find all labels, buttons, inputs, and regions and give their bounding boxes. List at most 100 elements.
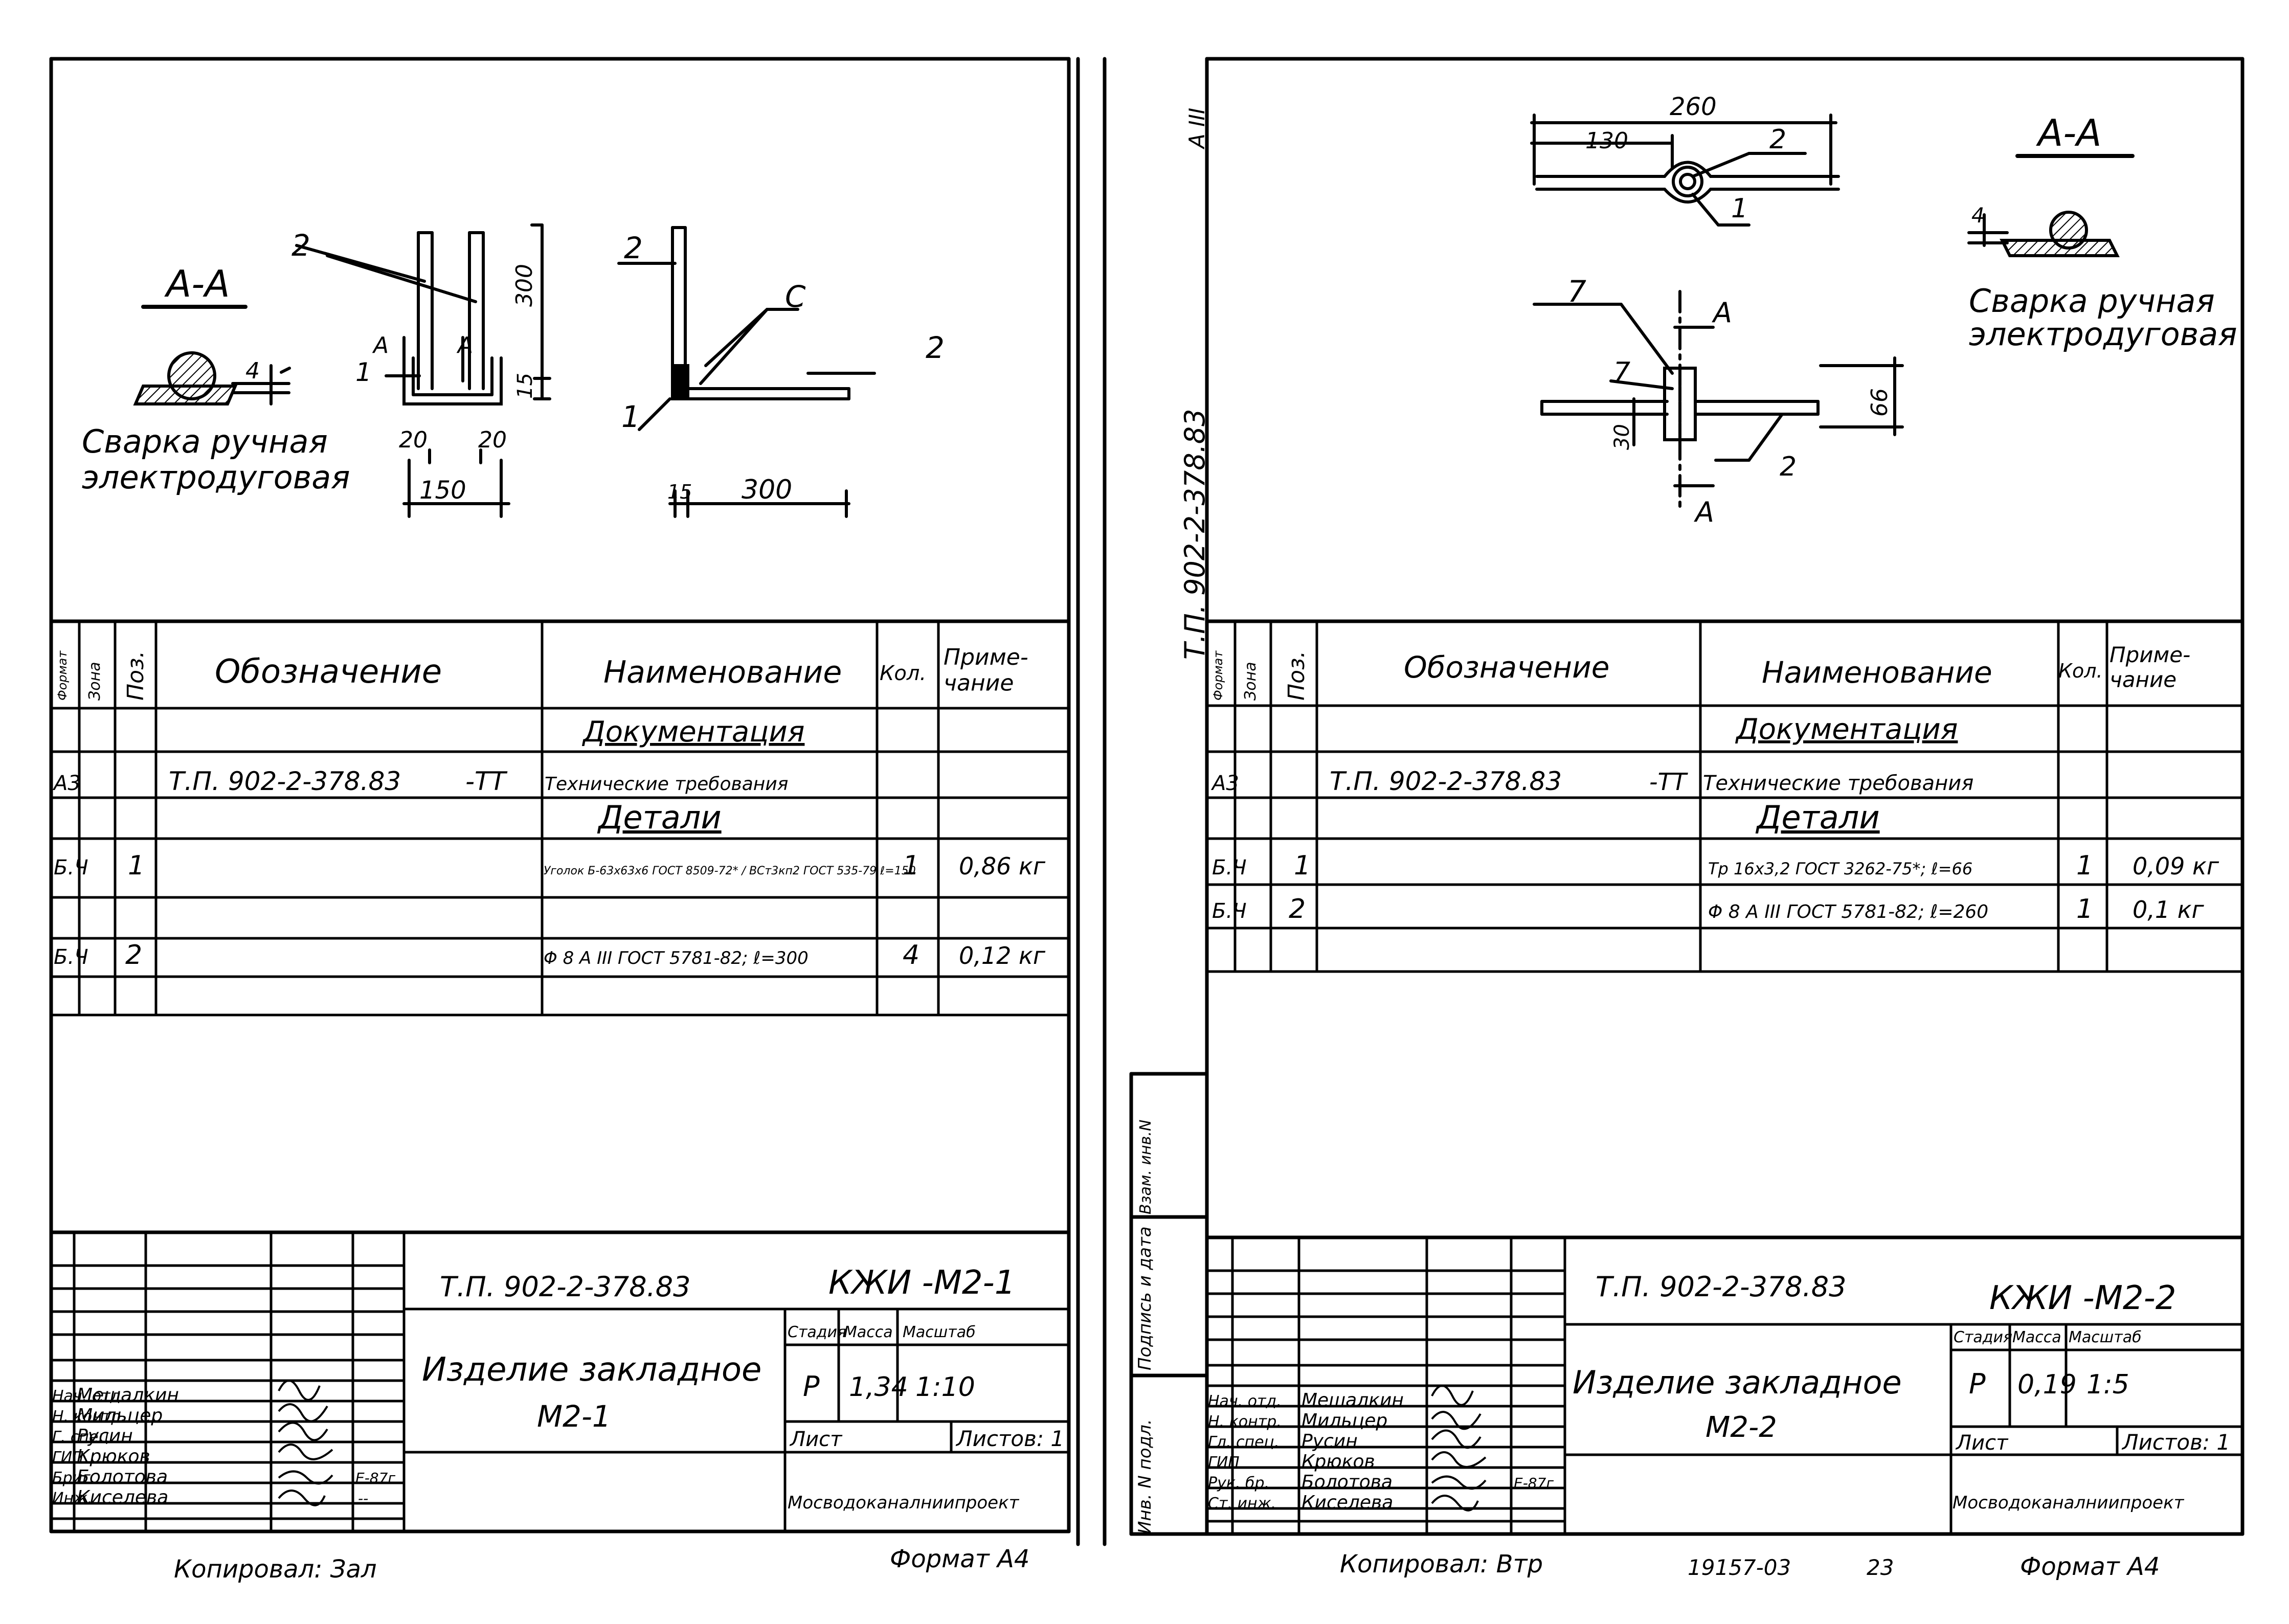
left-tb-item-1: Изделие закладное: [422, 1351, 761, 1389]
right-row-details-header: Детали: [1755, 799, 1880, 836]
left-row-2-note: 0,12 кг: [959, 942, 1046, 969]
left-weld-caption-2: электродуговая: [82, 459, 350, 496]
right-row-doc-header: Документация: [1735, 713, 1958, 746]
right-tb-role-0: Нач. отд.: [1208, 1392, 1282, 1410]
left-tb-mass-label: Масса: [844, 1323, 893, 1341]
right-tb-item-2: М2-2: [1705, 1411, 1777, 1444]
spine-stamp-1: Инв. N подл.: [1135, 1419, 1155, 1534]
left-col-zone: Зона: [86, 662, 104, 701]
left-tb-stage: Р: [803, 1370, 820, 1403]
left-tb-org: Мосводоканалниипроект: [788, 1493, 1020, 1513]
left-tb-doc: Т.П. 902-2-378.83: [440, 1271, 690, 1303]
left-side-pos1: 1: [621, 399, 640, 434]
left-side-weld: С: [785, 279, 806, 314]
left-row-1-qty: 1: [903, 850, 919, 881]
left-tb-role-1: Н. контр.: [52, 1408, 126, 1426]
right-col-note: Приме-чание: [2110, 642, 2190, 692]
right-row-1-pos: 1: [1294, 850, 1311, 881]
left-row-tt-name: Технические требования: [545, 774, 788, 795]
right-col-designation: Обозначение: [1404, 650, 1609, 685]
left-weld-caption-1: Сварка ручная: [82, 423, 328, 460]
left-front-pos2: 2: [291, 228, 310, 263]
right-row-tt-name: Технические требования: [1703, 772, 1973, 795]
right-weld-caption-2: электродуговая: [1969, 315, 2237, 353]
left-row-tt-format: А3: [52, 772, 81, 795]
right-tb-org: Мосводоканалниипроект: [1953, 1493, 2185, 1513]
left-row-2-qty: 4: [903, 940, 919, 971]
right-view-dim-30: 30: [1610, 424, 1634, 450]
left-row-tt-designation: Т.П. 902-2-378.83: [169, 766, 401, 796]
right-row-1-qty: 1: [2076, 850, 2093, 881]
left-side-pos2b: 2: [926, 330, 945, 365]
left-tb-role-5: Инж.: [52, 1490, 93, 1507]
left-tb-date-4: Е-87г: [355, 1470, 395, 1486]
right-top-pos2: 2: [1769, 124, 1786, 155]
left-row-1-pos: 1: [128, 850, 145, 881]
left-table-grid: [49, 619, 1071, 1017]
right-row-tt-designation: Т.П. 902-2-378.83: [1330, 766, 1562, 796]
right-col-name: Наименование: [1762, 655, 1992, 690]
right-col-format: Формат: [1211, 650, 1225, 701]
left-front-cut-a1: А: [372, 332, 389, 358]
right-row-1-name: Тр 16x3,2 ГОСТ 3262-75*; ℓ=66: [1708, 859, 1972, 878]
right-format: Формат А4: [2020, 1552, 2160, 1581]
right-dim-260: 260: [1670, 93, 1717, 121]
right-tb-name-5: Киселева: [1301, 1492, 1393, 1513]
left-tb-date-5: --: [358, 1490, 368, 1507]
left-weld-size: 4: [245, 358, 260, 384]
right-col-qty: Кол.: [2058, 660, 2103, 682]
right-tb-sheets-label: Листов: 1: [2121, 1430, 2230, 1455]
right-weld-caption-1: Сварка ручная: [1969, 282, 2215, 320]
left-tb-name-5: Киселева: [77, 1487, 168, 1508]
right-dim-130: 130: [1585, 128, 1628, 154]
left-weld-section: [133, 305, 291, 405]
left-tb-name-4: Болотова: [77, 1467, 168, 1487]
left-front-dim-15: 15: [513, 373, 537, 399]
right-copied-by: Копировал: Втр: [1340, 1550, 1543, 1578]
left-front-dim-150: 150: [419, 476, 466, 505]
right-tb-name-3: Крюков: [1301, 1451, 1375, 1472]
right-tb-item-1: Изделие закладное: [1573, 1364, 1902, 1401]
left-tb-item-2: М2-1: [537, 1399, 611, 1434]
right-row-2-pos: 2: [1289, 894, 1306, 924]
right-tb-mass: 0,19: [2017, 1369, 2077, 1400]
spine-stamp-3: Взам. инв.N: [1137, 1120, 1155, 1214]
right-row-2-qty: 1: [2076, 894, 2093, 924]
spine-tag: А III: [1184, 108, 1209, 150]
right-tb-role-5: Ст. инж.: [1208, 1495, 1276, 1513]
left-section-label: А-А: [164, 262, 230, 305]
right-tb-code: КЖИ -М2-2: [1989, 1279, 2176, 1317]
right-col-zone: Зона: [1242, 662, 1260, 701]
left-tb-role-0: Нач. отд.: [52, 1387, 126, 1405]
left-row-1-note: 0,86 кг: [959, 852, 1046, 880]
right-tb-role-1: Н. контр.: [1208, 1413, 1282, 1431]
left-front-view: [295, 223, 551, 518]
right-tb-stage: Р: [1969, 1368, 1986, 1400]
left-tb-name-1: Мильцер: [77, 1405, 163, 1426]
right-weld-size: 4: [1971, 204, 1984, 228]
right-row-1-note: 0,09 кг: [2133, 852, 2219, 880]
left-col-note: Приме-чание: [944, 644, 1028, 696]
right-tb-name-1: Мильцер: [1301, 1410, 1387, 1431]
spine-stamp-2: Подпись и дата: [1135, 1226, 1155, 1370]
signature-marks: [278, 1380, 1487, 1512]
right-tb-stage-label: Стадия: [1954, 1328, 2012, 1346]
left-col-designation: Обозначение: [215, 653, 442, 691]
left-title-grid: [49, 1230, 1071, 1533]
left-row-tt-suffix: -ТТ: [465, 766, 508, 796]
left-col-format: Формат: [55, 650, 70, 701]
right-tb-scale-label: Масштаб: [2069, 1328, 2142, 1346]
left-col-pos: Поз.: [123, 651, 149, 701]
right-tb-doc: Т.П. 902-2-378.83: [1596, 1271, 1846, 1303]
left-side-view: [617, 226, 876, 518]
right-row-tt-suffix: -ТТ: [1649, 768, 1689, 796]
left-row-2-name: Φ 8 А III ГОСТ 5781-82; ℓ=300: [544, 948, 809, 968]
left-tb-name-0: Мешалкин: [77, 1385, 179, 1406]
right-tb-mass-label: Масса: [2012, 1328, 2061, 1346]
right-tb-role-3: ГИП: [1208, 1454, 1240, 1472]
right-top-pos1: 1: [1731, 193, 1748, 224]
right-front-view: [1533, 290, 1904, 513]
right-tb-name-4: Болотова: [1301, 1472, 1393, 1493]
left-front-dim-300: 300: [511, 264, 537, 307]
